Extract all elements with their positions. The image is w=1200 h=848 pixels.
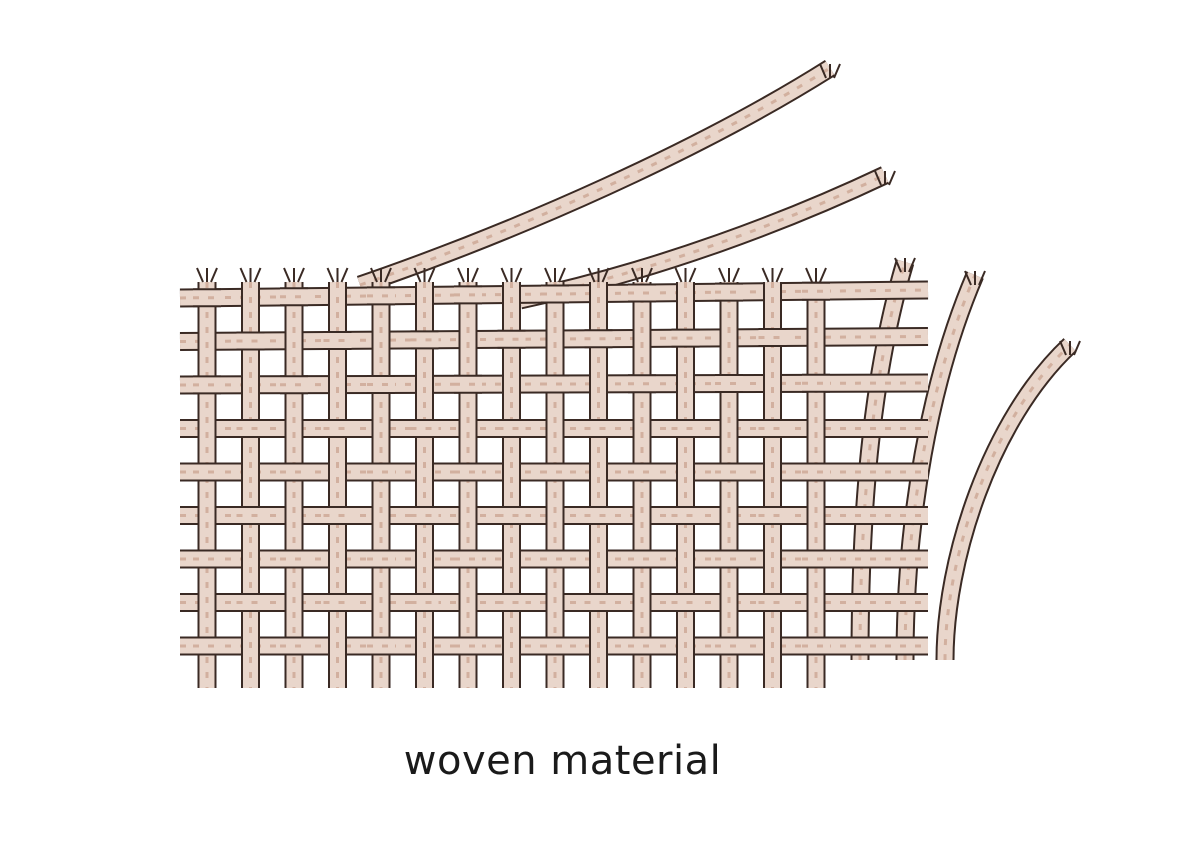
fray-fiber <box>500 267 509 283</box>
fray-fiber <box>1073 340 1081 356</box>
fray-fiber <box>587 267 596 283</box>
fray-fiber <box>514 267 523 283</box>
fray-fiber <box>819 267 827 283</box>
fray-fiber <box>894 257 902 273</box>
fray-fiber <box>544 267 552 283</box>
fray-fiber <box>888 170 896 186</box>
fray-fiber <box>558 267 566 283</box>
fray-fiber <box>775 267 784 283</box>
fray-fiber <box>1059 340 1067 356</box>
fray-fiber <box>283 267 291 283</box>
fray-fiber <box>978 270 986 286</box>
fray-fiber <box>196 267 204 283</box>
fray-fiber <box>210 267 218 283</box>
fray-fiber <box>370 267 378 283</box>
fray-fiber <box>457 267 465 283</box>
fray-fiber <box>326 267 335 283</box>
fray-fiber <box>384 267 392 283</box>
fray-fiber <box>732 267 740 283</box>
fray-fiber <box>631 267 639 283</box>
fray-fiber <box>761 267 770 283</box>
fray-fiber <box>833 63 841 79</box>
fray-fiber <box>297 267 305 283</box>
fray-fiber <box>427 267 436 283</box>
caption: woven material <box>403 738 722 784</box>
fray-fiber <box>601 267 610 283</box>
fray-fiber <box>964 270 972 286</box>
fray-fiber <box>340 267 349 283</box>
fray-fiber <box>718 267 726 283</box>
fray-fiber <box>874 170 882 186</box>
fray-fiber <box>471 267 479 283</box>
fray-fiber <box>688 267 697 283</box>
fray-fiber <box>819 63 827 79</box>
fray-fiber <box>645 267 653 283</box>
fray-fiber <box>239 267 248 283</box>
fray-fiber <box>674 267 683 283</box>
fray-fiber <box>805 267 813 283</box>
fray-fiber <box>413 267 422 283</box>
fray-fiber <box>908 257 916 273</box>
loose-thread <box>356 59 836 294</box>
fray-fiber <box>253 267 262 283</box>
loose-thread <box>935 338 1077 661</box>
